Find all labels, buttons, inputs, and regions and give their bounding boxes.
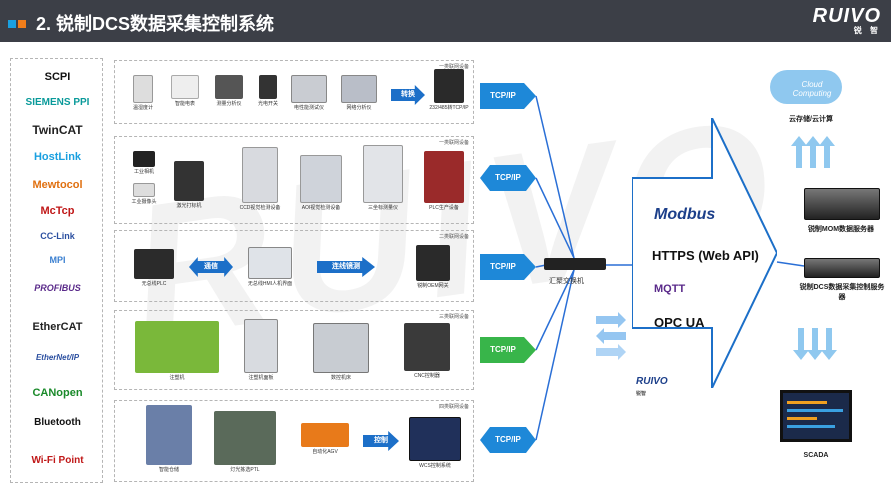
cloud-text: Cloud Computing <box>792 80 832 98</box>
aggregation-switch <box>544 258 606 270</box>
device-item: 注塑机 <box>129 321 225 381</box>
protocol-canopen: CANopen <box>32 387 83 399</box>
tcp-arrow-3: TCP/IP <box>480 254 536 280</box>
gateway-device: 232/485转TCP/IP <box>427 69 471 111</box>
device-item: 智能电表 <box>167 75 203 107</box>
device-item: 测量分析仪 <box>209 75 249 107</box>
device-item: 光电开关 <box>253 75 283 107</box>
protocol-bluetooth: Bluetooth <box>34 417 81 428</box>
device-item: 数控机床 <box>307 323 375 381</box>
device-item: 温湿度计 <box>125 75 161 111</box>
protocol-scpi: SCPI <box>44 71 71 83</box>
mom-server-label: 锐制MOM数据服务器 <box>807 226 875 233</box>
opcua-label: OPC UA <box>654 315 705 330</box>
convert-arrow: 转换 <box>391 85 425 105</box>
dcs-server-label: 锐制DCS数据采集控制服务器 <box>799 284 885 301</box>
row-tag: 四类联网设备 <box>438 404 469 410</box>
download-arrows <box>793 328 837 360</box>
brand-logo: RUIVO 锐 智 <box>813 5 881 36</box>
device-item: 三坐标测量仪 <box>355 145 411 211</box>
mom-server-icon <box>804 188 880 220</box>
device-item: WCS控制系统 <box>405 417 465 469</box>
logo-sub: 锐 智 <box>853 26 881 35</box>
protocol-ethernetip: EtherNet/IP <box>35 353 80 362</box>
page-title: 2. 锐制DCS数据采集控制系统 <box>36 14 275 34</box>
row-tag: 一类联网设备 <box>438 64 469 70</box>
row-tag: 二类联网设备 <box>438 234 469 240</box>
logo-text: RUIVO <box>812 5 881 27</box>
protocol-mctcp: McTcp <box>40 205 75 217</box>
device-row-4: 三类联网设备 注塑机 注塑机面板 数控机床 CNC控制器 <box>114 310 474 390</box>
row-tag: 一类联网设备 <box>438 140 469 146</box>
protocol-wifi: Wi-Fi Point <box>31 455 84 466</box>
protocol-mpi: MPI <box>49 255 66 265</box>
communicate-arrow: 通信 <box>189 257 233 277</box>
tcp-arrow-1: TCP/IP <box>480 83 536 109</box>
device-item: 网络分析仪 <box>337 75 381 111</box>
row-tag: 三类联网设备 <box>438 314 469 320</box>
device-item: 无总线PLC <box>129 249 179 287</box>
https-label: HTTPS (Web API) <box>652 248 759 263</box>
device-item: PLC生产设备 <box>419 151 469 211</box>
protocol-big-arrow <box>632 118 777 388</box>
device-item: 工业相机 <box>129 151 159 175</box>
scada-screen-icon <box>780 390 852 442</box>
device-item: 无总线HMI人机界面 <box>241 247 299 287</box>
device-item: AOI视觉检测设备 <box>293 155 349 211</box>
tcp-arrow-5: TCP/IP <box>480 427 536 453</box>
control-arrow: 控制 <box>363 431 399 451</box>
scada-label: SCADA <box>803 452 829 459</box>
orange-square-icon <box>18 20 26 28</box>
protocol-list: SCPI SIEMENS PPI TwinCAT HostLink Mewtoc… <box>10 58 103 483</box>
device-item: CCD视觉检测设备 <box>233 147 287 211</box>
device-row-2: 一类联网设备 工业相机 工业摄像头 激光打标机 CCD视觉检测设备 AOI视觉检… <box>114 136 474 224</box>
device-item: 电性能测试仪 <box>287 75 331 111</box>
protocol-hostlink: HostLink <box>33 151 82 163</box>
device-row-3: 二类联网设备 无总线PLC 通信 无总线HMI人机界面 连线镜测 锐制OEM网关 <box>114 230 474 302</box>
device-item: 工业摄像头 <box>129 183 159 205</box>
switch-label: 汇聚交换机 <box>549 278 584 285</box>
device-item: 注塑机面板 <box>239 319 283 381</box>
gateway-device: 锐制OEM网关 <box>403 245 463 289</box>
device-item: 灯光拣选PTL <box>211 411 279 473</box>
cloud-icon <box>770 70 842 104</box>
protocol-profibus: PROFIBUS <box>34 283 81 293</box>
upload-arrows <box>791 136 835 168</box>
protocol-mewtocol: Mewtocol <box>32 179 83 191</box>
device-row-1: 一类联网设备 温湿度计 智能电表 测量分析仪 光电开关 电性能测试仪 网络分析仪… <box>114 60 474 124</box>
cloud-label: 云存储/云计算 <box>789 116 833 123</box>
mqtt-label: MQTT <box>654 283 686 295</box>
protocol-siemens: SIEMENS PPI <box>25 97 90 108</box>
tcp-arrow-4: TCP/IP <box>480 337 536 363</box>
blue-square-icon <box>8 20 16 28</box>
protocol-cclink: CC-Link <box>40 231 75 241</box>
device-item: 激光打标机 <box>169 161 209 209</box>
header-bar: 2. 锐制DCS数据采集控制系统 RUIVO 锐 智 <box>0 0 891 42</box>
protocol-twincat: TwinCAT <box>32 123 83 137</box>
modbus-label: Modbus <box>654 206 716 223</box>
dcs-server-icon <box>804 258 880 278</box>
tcp-arrow-2: TCP/IP <box>480 165 536 191</box>
device-item: 智能仓储 <box>141 405 197 473</box>
device-item: CNC控制器 <box>397 323 457 379</box>
mirror-arrow: 连线镜测 <box>317 257 375 277</box>
protocol-ethercat: EtherCAT <box>32 321 83 333</box>
device-item: 自动化AGV <box>295 423 355 455</box>
device-row-5: 四类联网设备 智能仓储 灯光拣选PTL 自动化AGV 控制 WCS控制系统 <box>114 400 474 482</box>
